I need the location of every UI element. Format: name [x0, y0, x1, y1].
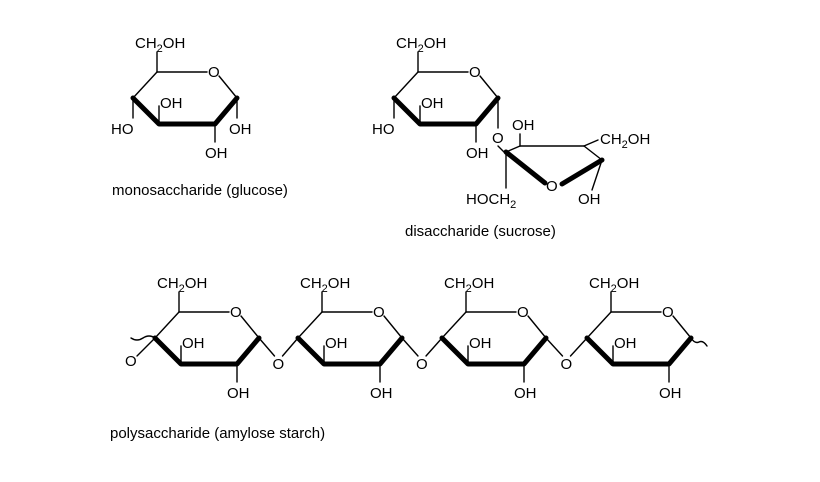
- sucrose-glucose-c2-oh-label: OH: [466, 145, 489, 162]
- sucrose-glucose-front-bonds: [391, 95, 501, 127]
- glucose-c2-oh-label: OH: [205, 145, 228, 162]
- amylose-left-chain-continuation: [130, 335, 156, 341]
- amylose-unit-3-bond-o-c1: [527, 315, 547, 339]
- sucrose-glucose-bond-c5-c4: [393, 71, 419, 99]
- fructose-c3-oh-label: OH: [512, 117, 535, 134]
- amylose-right-chain-continuation: [690, 337, 708, 347]
- fructose-hoch2-label: HOCH2: [466, 191, 516, 211]
- amylose-unit-4-front-bonds: [584, 335, 694, 367]
- amylose-unit-2-bond-c5-c4: [297, 311, 323, 339]
- amylose-unit-1-bond-c5-c4: [154, 311, 180, 339]
- fructose-bond-c2-c3: [505, 145, 521, 153]
- amylose-unit-4-c3-oh-label: OH: [614, 335, 637, 352]
- sucrose-c4-ho-label: HO: [372, 121, 395, 138]
- amylose-link-1-oxygen: O: [273, 356, 285, 373]
- amylose-unit-1-c2-oh-label: OH: [227, 385, 250, 402]
- amylose-unit-1-bond-c4-o: [136, 337, 156, 357]
- sucrose-glucose-ring-oxygen: O: [469, 64, 481, 81]
- amylose-link-3-bond-right: [569, 337, 588, 357]
- amylose-unit-2-bond-o-c1: [383, 315, 403, 339]
- amylose-unit-4-bond-o-c1: [672, 315, 692, 339]
- polysaccharide-caption: polysaccharide (amylose starch): [110, 425, 325, 442]
- fructose-c5-oh-label: OH: [578, 191, 601, 208]
- fructose-bond-c4-ch2oh: [583, 139, 599, 147]
- amylose-unit-2-front-bonds: [295, 335, 405, 367]
- amylose-unit-1-c3-oh-label: OH: [182, 335, 205, 352]
- amylose-unit-2-c2-oh-label: OH: [370, 385, 393, 402]
- sucrose-glucose-c3-oh-label: OH: [421, 95, 444, 112]
- amylose-unit-1-ch2oh-label: CH2OH: [157, 275, 207, 295]
- fructose-bond-c4-c5: [583, 145, 603, 161]
- amylose-link-1-bond-right: [281, 337, 299, 357]
- amylose-left-oxygen: O: [125, 353, 137, 370]
- amylose-unit-4-bond-c5-c4: [586, 311, 612, 339]
- amylose-unit-2-ring-oxygen: O: [373, 304, 385, 321]
- amylose-unit-3-front-bonds: [439, 335, 549, 367]
- amylose-unit-3-ch2oh-label: CH2OH: [444, 275, 494, 295]
- sucrose-glucose-ch2oh-label: CH2OH: [396, 35, 446, 55]
- glucose-ch2oh-label: CH2OH: [135, 35, 185, 55]
- amylose-unit-2-c3-oh-label: OH: [325, 335, 348, 352]
- sucrose-glycosidic-oxygen: O: [492, 130, 504, 147]
- fructose-front-bond-left: [503, 149, 548, 186]
- amylose-unit-4-c2-oh-label: OH: [659, 385, 682, 402]
- fructose-ring-oxygen: O: [546, 178, 558, 195]
- amylose-link-2-bond-right: [425, 337, 443, 357]
- amylose-unit-3-ring-oxygen: O: [517, 304, 529, 321]
- glucose-c4-ho-label: HO: [111, 121, 134, 138]
- amylose-link-1-bond-left: [258, 337, 276, 357]
- glucose-c3-oh-label: OH: [160, 95, 183, 112]
- fructose-bond-c5-oh: [591, 159, 603, 191]
- amylose-unit-3-c2-oh-label: OH: [514, 385, 537, 402]
- amylose-unit-4-ch2oh-label: CH2OH: [589, 275, 639, 295]
- amylose-unit-4-ring-oxygen: O: [662, 304, 674, 321]
- amylose-link-2-oxygen: O: [416, 356, 428, 373]
- amylose-unit-1-front-bonds: [152, 335, 262, 367]
- amylose-link-3-oxygen: O: [561, 356, 573, 373]
- amylose-unit-3-c3-oh-label: OH: [469, 335, 492, 352]
- glucose-front-bonds: [130, 95, 240, 127]
- monosaccharide-caption: monosaccharide (glucose): [112, 182, 288, 199]
- amylose-link-2-bond-left: [401, 337, 419, 357]
- glucose-c1-oh-label: OH: [229, 121, 252, 138]
- disaccharide-caption: disaccharide (sucrose): [405, 223, 556, 240]
- amylose-unit-1-ring-oxygen: O: [230, 304, 242, 321]
- glucose-ring-oxygen: O: [208, 64, 220, 81]
- fructose-front-bond-right: [559, 157, 605, 187]
- glucose-bond-c5-c4: [132, 71, 158, 99]
- amylose-unit-3-bond-c5-c4: [441, 311, 467, 339]
- amylose-link-3-bond-left: [545, 337, 564, 357]
- sucrose-glucose-bond-o-c1: [479, 75, 499, 99]
- glucose-bond-o-c1: [218, 75, 238, 99]
- amylose-unit-2-ch2oh-label: CH2OH: [300, 275, 350, 295]
- amylose-unit-1-bond-o-c1: [240, 315, 260, 339]
- fructose-ch2oh-label: CH2OH: [600, 131, 650, 151]
